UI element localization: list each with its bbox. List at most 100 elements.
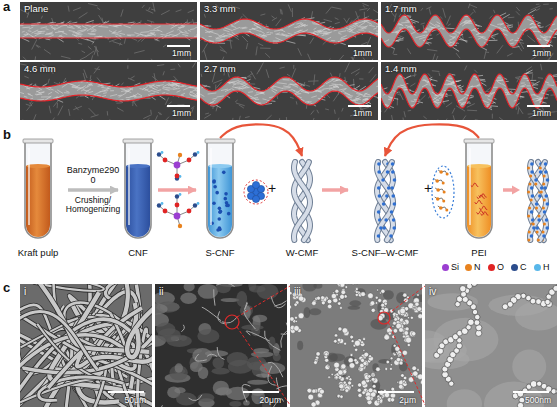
nanoparticle [345,389,349,393]
fiber-texture [244,310,255,329]
pore [302,284,316,291]
pei-coating [527,215,530,218]
fiber-strand [377,162,393,240]
fiber-texture [109,30,112,32]
art-g [377,162,397,240]
fiber-texture [393,49,395,54]
fiber-texture [272,18,277,21]
fiber-texture [537,98,541,100]
fiber-texture [367,37,371,46]
fiber-texture [149,90,153,91]
node-art [20,284,152,407]
fiber-texture [449,38,455,40]
pei-coating [527,191,530,194]
nanoparticle [218,210,222,214]
fiber-texture [58,31,64,32]
fiber-texture [36,91,39,93]
fiber-texture [90,75,92,79]
pei-coating [530,199,533,202]
fiber-texture [281,10,283,15]
fiber-texture [240,83,249,87]
surface-texture [180,293,196,304]
fiber-texture [182,34,188,36]
fiber-texture [410,83,415,86]
fiber-texture [260,14,265,15]
surface-texture [229,401,241,407]
test-tube: PEI [456,138,502,258]
fiber-texture [325,34,329,35]
oxygen-atom [175,203,180,208]
fiber-texture [119,93,127,98]
fiber-texture [360,60,362,61]
fiber-texture [58,106,63,116]
fiber-texture [274,30,283,32]
scale-bar [243,391,279,393]
fiber-texture [279,118,280,120]
sem-background [155,284,287,407]
fiber-texture [165,97,168,104]
fiber-texture [314,28,317,30]
fiber-strand [377,162,393,240]
scale-label: 1mm [532,109,551,118]
nanoparticle [340,395,343,398]
fiber-texture [57,99,64,102]
fiber-strand [530,162,546,240]
surface-texture [212,368,230,375]
nitrogen-atom [178,153,182,157]
tube-lip [23,139,53,143]
fiber-texture [242,384,250,402]
nanoparticle [404,381,406,383]
fiber-texture [317,91,322,92]
fiber-texture [121,9,123,16]
fiber-texture [436,22,440,24]
fiber-texture [470,29,475,31]
contour-line [200,91,378,105]
fiber-texture [236,82,240,84]
fiber-texture [53,101,58,107]
fiber-texture [96,46,98,56]
fiber-texture [109,25,117,27]
fiber-texture [24,34,29,35]
scale-label: 1mm [353,109,372,118]
fiber-texture [97,78,101,83]
fiber-texture [448,24,451,26]
nitrogen-atom [442,200,445,203]
fiber-texture [97,8,100,10]
fiber-texture [195,354,206,361]
fiber-texture [69,109,70,116]
fiber-texture [183,86,191,90]
pei-coating [528,231,531,234]
art-g [155,284,287,407]
fiber-texture [86,39,94,43]
fiber-texture [86,20,94,23]
fiber-texture [190,91,197,95]
fiber-texture [242,36,248,42]
fiber-texture [22,34,28,37]
fiber-texture [288,33,293,34]
fiber-ribbon [20,324,99,407]
fiber-texture [520,85,526,87]
fiber-texture [214,289,215,305]
nanoparticle [391,162,395,166]
fiber-texture [150,93,156,94]
surface-texture [251,351,274,357]
fiber-texture [273,41,279,42]
nanoparticle [389,234,393,238]
fiber-texture [146,10,153,13]
fiber-texture [311,110,314,114]
pei-coating [534,183,537,186]
fiber-texture [363,57,365,60]
fiber-texture [556,111,557,115]
fiber-texture [371,59,373,60]
fiber-texture [272,88,278,90]
fiber-texture [416,35,425,37]
sem-cross-section: 1.4 mm1mm [381,62,557,120]
fiber-texture [367,8,370,11]
paper-sheet [20,81,197,101]
fiber-strand [377,162,393,240]
tube-highlight [128,148,130,225]
fiber-texture [72,120,74,121]
fiber-texture [531,74,533,81]
fiber-texture [259,62,264,71]
nanoparticle [213,185,217,189]
